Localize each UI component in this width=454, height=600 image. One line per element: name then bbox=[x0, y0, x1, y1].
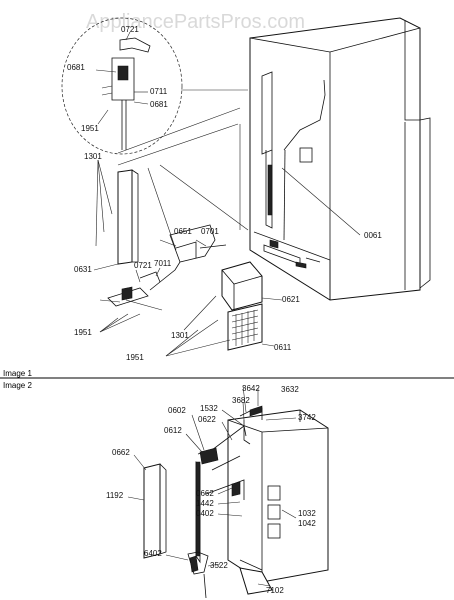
part-7102 bbox=[239, 567, 273, 595]
compressor-box bbox=[221, 261, 263, 311]
refrigerator-cabinet-2 bbox=[227, 409, 329, 583]
image2-diagram: 3642 3632 3682 0602 1532 3742 0612 0622 … bbox=[106, 384, 329, 599]
label-1042: 1042 bbox=[298, 519, 316, 528]
panel-1192 bbox=[143, 463, 161, 559]
cabinet-panel-2 bbox=[267, 504, 281, 520]
label-0651: 0651 bbox=[174, 227, 192, 236]
label-0701: 0701 bbox=[201, 227, 219, 236]
label-1301-lower: 1301 bbox=[171, 331, 189, 340]
label-1032: 1032 bbox=[298, 509, 316, 518]
label-0602: 0602 bbox=[168, 406, 186, 415]
panel-0631 bbox=[117, 169, 133, 265]
label-7011: 7011 bbox=[154, 259, 172, 268]
label-1192: 1192 bbox=[106, 491, 124, 500]
back-label bbox=[299, 147, 313, 163]
cabinet-panel-1 bbox=[267, 485, 281, 501]
label-3632: 3632 bbox=[281, 385, 299, 394]
label-0721-lower: 0721 bbox=[134, 261, 152, 270]
label-1301-upper: 1301 bbox=[84, 152, 102, 161]
image1-diagram: 0721 0681 0711 0681 1951 1301 0061 0651 … bbox=[61, 17, 431, 362]
label-0662-left: 0662 bbox=[112, 448, 130, 457]
label-1442: 1442 bbox=[196, 499, 214, 508]
label-0721-detail: 0721 bbox=[121, 25, 139, 34]
label-0681-detail-top: 0681 bbox=[67, 63, 85, 72]
label-7102: 7102 bbox=[266, 586, 284, 595]
label-3682: 3682 bbox=[232, 396, 250, 405]
detail-valve bbox=[117, 65, 129, 81]
label-0402: 0402 bbox=[196, 509, 214, 518]
label-3522: 3522 bbox=[210, 561, 228, 570]
label-3642: 3642 bbox=[242, 384, 260, 393]
refrigerator-cabinet bbox=[249, 17, 421, 301]
label-0611: 0611 bbox=[274, 343, 292, 352]
label-0631: 0631 bbox=[74, 265, 92, 274]
label-0711: 0711 bbox=[150, 87, 168, 96]
label-3742: 3742 bbox=[298, 413, 316, 422]
cabinet-panel-3 bbox=[267, 523, 281, 539]
watermark: AppliancePartsPros.com bbox=[86, 11, 305, 33]
label-1532: 1532 bbox=[200, 404, 218, 413]
label-0622: 0622 bbox=[198, 415, 216, 424]
label-0061: 0061 bbox=[364, 231, 382, 240]
label-0612: 0612 bbox=[164, 426, 182, 435]
label-1951-bottom: 1951 bbox=[126, 353, 144, 362]
label-1951-left: 1951 bbox=[74, 328, 92, 337]
detail-circle bbox=[61, 17, 183, 155]
section-label-image1: Image 1 bbox=[3, 369, 32, 378]
tube-assembly bbox=[169, 224, 216, 263]
label-0621: 0621 bbox=[282, 295, 300, 304]
detail-clip-part bbox=[119, 37, 151, 53]
label-6402: 6402 bbox=[144, 549, 162, 558]
label-0662-right: 0662 bbox=[196, 489, 214, 498]
label-0681-detail-bottom: 0681 bbox=[150, 100, 168, 109]
label-1951-detail: 1951 bbox=[81, 124, 99, 133]
refrigerant-tube bbox=[283, 79, 326, 151]
section-label-image2: Image 2 bbox=[3, 381, 32, 390]
grille-0611 bbox=[227, 303, 263, 351]
